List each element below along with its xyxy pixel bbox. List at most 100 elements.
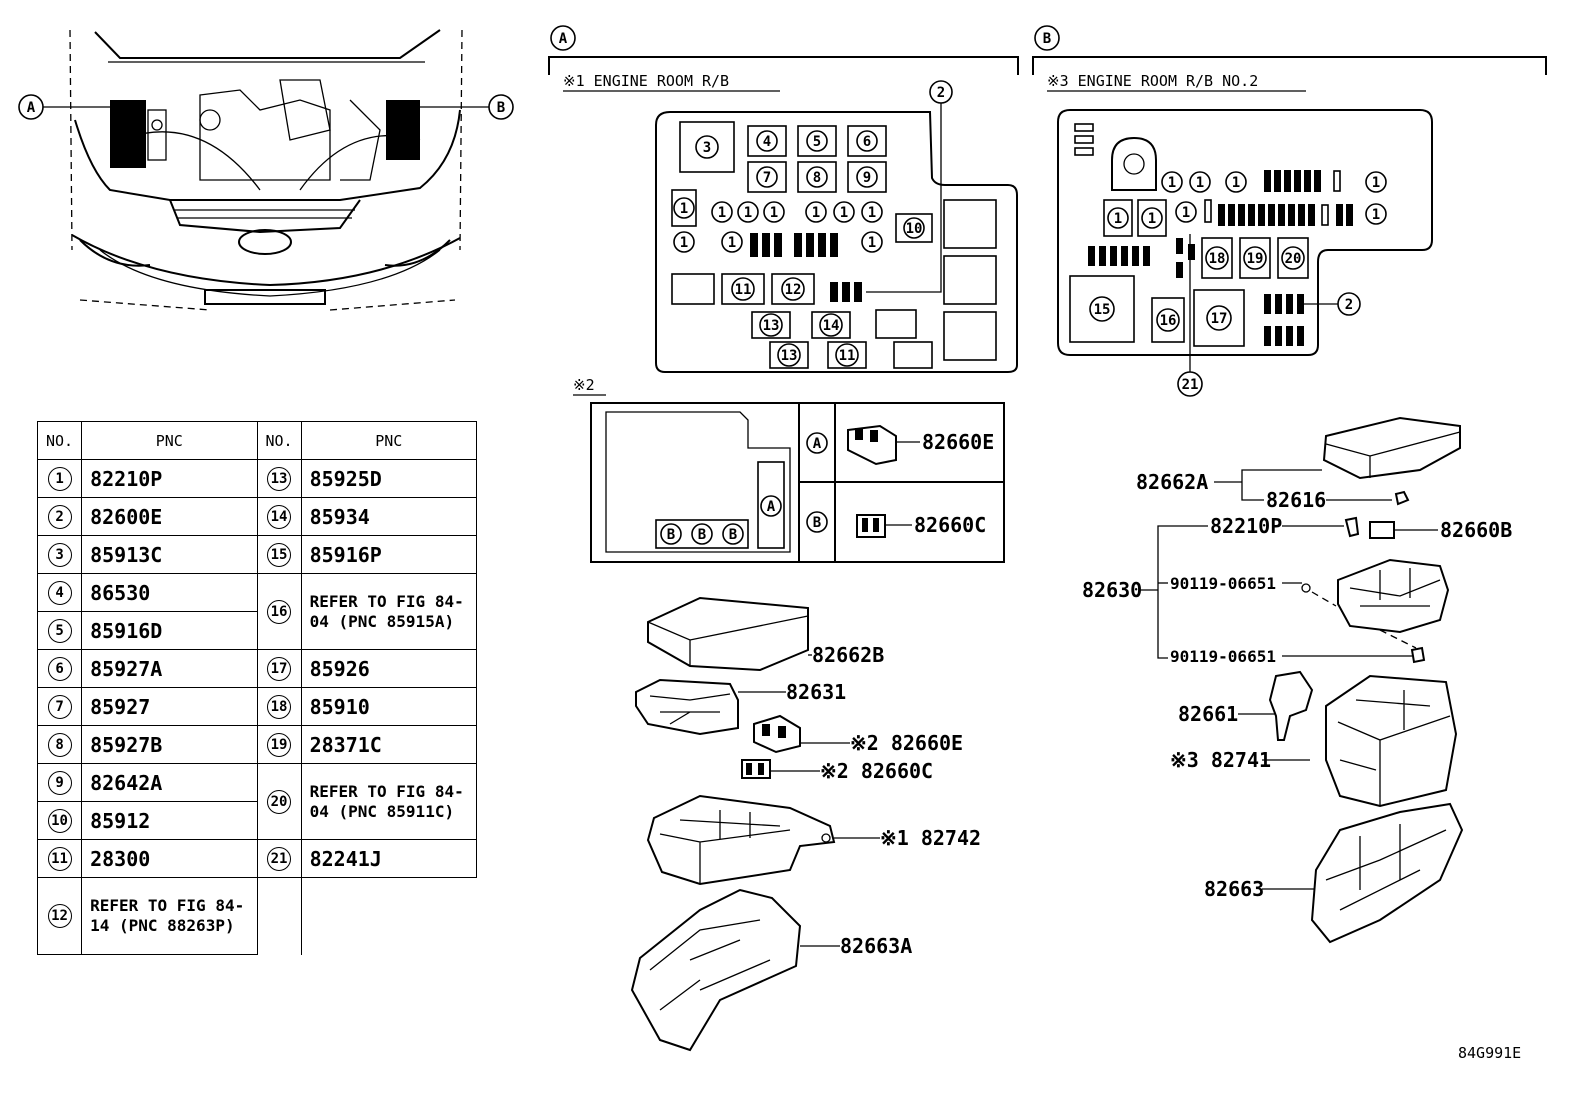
svg-text:A: A — [559, 31, 568, 47]
svg-text:A: A — [813, 436, 822, 452]
svg-text:13: 13 — [781, 348, 798, 364]
row-number: 19 — [267, 732, 292, 757]
row-number: 5 — [47, 618, 72, 643]
row-number: 8 — [47, 732, 72, 757]
callout-a: A — [18, 94, 118, 120]
vehicle-front-illustration — [69, 29, 463, 311]
pnc-value: 82210P — [81, 459, 258, 498]
pnc-value: 85927A — [81, 649, 258, 688]
pnc-table: NO. PNC NO. PNC 1 82210P 13 85925D 2 826… — [36, 421, 478, 955]
pnc-value: 85927B — [81, 725, 258, 764]
row-number: 10 — [47, 808, 72, 833]
svg-text:1: 1 — [1114, 211, 1122, 227]
svg-text:B: B — [497, 100, 505, 116]
svg-text:18: 18 — [1209, 251, 1226, 267]
table-row: 7 85927 18 85910 — [36, 687, 478, 726]
svg-text:1: 1 — [868, 235, 876, 251]
table-row: 6 85927A 17 85926 — [36, 649, 478, 688]
section-a-title: ※1 ENGINE ROOM R/B — [563, 72, 729, 90]
svg-text:13: 13 — [763, 318, 780, 334]
pnc-value: 85912 — [81, 801, 258, 840]
svg-text:1: 1 — [1372, 207, 1380, 223]
svg-text:15: 15 — [1094, 302, 1111, 318]
svg-text:1: 1 — [1168, 175, 1176, 191]
pnc-value: REFER TO FIG 84-04 (PNC 85911C) — [300, 763, 478, 840]
svg-text:B: B — [667, 527, 675, 543]
svg-text:1: 1 — [840, 205, 848, 221]
header-pnc-right: PNC — [300, 421, 478, 460]
part-82660E-label: ※2 82660E — [850, 731, 963, 755]
svg-text:1: 1 — [680, 201, 688, 217]
svg-text:7: 7 — [763, 170, 771, 186]
svg-text:16: 16 — [1160, 313, 1177, 329]
svg-text:17: 17 — [1211, 311, 1228, 327]
svg-text:14: 14 — [823, 318, 840, 334]
svg-text:※2: ※2 — [573, 376, 595, 394]
part-82662B-label: 82662B — [812, 643, 884, 667]
part-82661-label: 82661 — [1178, 702, 1238, 726]
part-82742-label: ※1 82742 — [880, 826, 981, 850]
table-row: 12 REFER TO FIG 84-14 (PNC 88263P) — [36, 877, 477, 955]
svg-text:1: 1 — [1148, 211, 1156, 227]
header-pnc-left: PNC — [81, 421, 258, 460]
part-82663-label: 82663 — [1204, 877, 1264, 901]
part-82210P-label: 82210P — [1210, 514, 1282, 538]
row-number: 9 — [47, 770, 72, 795]
header-no-right: NO. — [256, 421, 302, 460]
part-82663A-label: 82663A — [840, 934, 912, 958]
svg-text:B: B — [1043, 31, 1051, 47]
pnc-value: 82600E — [81, 497, 258, 536]
row-number: 13 — [267, 466, 292, 491]
row-number: 16 — [267, 599, 292, 624]
svg-text:1: 1 — [1232, 175, 1240, 191]
svg-text:1: 1 — [770, 205, 778, 221]
row-number: 20 — [267, 789, 292, 814]
part-90119-06651-label-b: 90119-06651 — [1170, 647, 1276, 666]
pnc-value: 85910 — [300, 687, 478, 726]
table-row: 9 82642A 20 REFER TO FIG 84-04 (PNC 8591… — [36, 763, 478, 840]
svg-text:A: A — [27, 100, 36, 116]
pnc-value: 85925D — [300, 459, 478, 498]
svg-text:12: 12 — [785, 282, 802, 298]
row-number: 21 — [267, 846, 292, 871]
part-82741-label: ※3 82741 — [1170, 748, 1271, 772]
svg-text:19: 19 — [1247, 251, 1264, 267]
row-number: 4 — [47, 580, 72, 605]
pnc-value: REFER TO FIG 84-14 (PNC 88263P) — [81, 877, 258, 955]
svg-text:2: 2 — [1345, 297, 1353, 313]
pnc-value: 85934 — [300, 497, 478, 536]
svg-text:1: 1 — [868, 205, 876, 221]
pnc-value: 82642A — [81, 763, 258, 802]
header-no-left: NO. — [36, 421, 83, 460]
pnc-value: 28371C — [300, 725, 478, 764]
row-number: 12 — [47, 904, 72, 928]
pnc-value: 86530 — [81, 573, 258, 612]
row-number: 15 — [267, 542, 292, 567]
svg-text:4: 4 — [763, 134, 771, 150]
table-row: 2 82600E 14 85934 — [36, 497, 478, 536]
svg-text:8: 8 — [813, 170, 821, 186]
exploded-parts-a: 82662B 82631 ※2 82660E ※2 82660C ※1 8274… — [630, 596, 981, 1052]
section-b-title: ※3 ENGINE ROOM R/B NO.2 — [1047, 72, 1258, 90]
pnc-value: REFER TO FIG 84-04 (PNC 85915A) — [300, 573, 478, 650]
note2-block: ※2 A B B B A B 82660E 82660C — [573, 376, 1005, 563]
section-a-header: A ※1 ENGINE ROOM R/B — [548, 25, 1019, 92]
part-90119-06651-label-a: 90119-06651 — [1170, 574, 1276, 593]
svg-text:11: 11 — [839, 348, 856, 364]
row-number: 18 — [267, 694, 292, 719]
engine-room-rb-layout: 3 4 5 6 7 8 9 1 1 1 1 1 1 1 10 1 1 1 11 … — [655, 80, 1018, 373]
svg-text:10: 10 — [906, 221, 923, 237]
part-82660C-label: ※2 82660C — [820, 759, 933, 783]
svg-text:2: 2 — [937, 85, 945, 101]
table-row: 11 28300 21 82241J — [36, 839, 478, 878]
row-number: 6 — [47, 656, 72, 681]
pnc-value: 85913C — [81, 535, 258, 574]
row-number: 2 — [47, 504, 72, 529]
svg-text:1: 1 — [744, 205, 752, 221]
part-82630-label: 82630 — [1082, 578, 1142, 602]
row-number: 17 — [267, 656, 292, 681]
pnc-value: 85926 — [300, 649, 478, 688]
row-number: 14 — [267, 504, 292, 529]
table-row: 8 85927B 19 28371C — [36, 725, 478, 764]
pnc-value: 85927 — [81, 687, 258, 726]
